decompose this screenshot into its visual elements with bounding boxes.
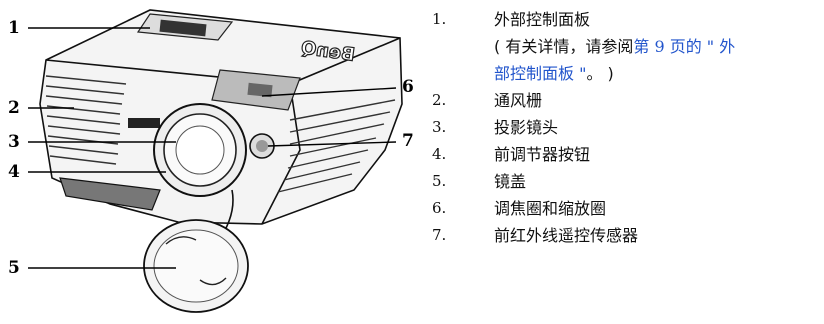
legend-item: 1. 外部控制面板 — [432, 6, 820, 33]
component-legend: 1. 外部控制面板 ( 有关详情，请参阅第 9 页的 " 外部控制面板 "。 )… — [432, 6, 820, 249]
leader-lines — [28, 27, 397, 269]
cross-reference-link[interactable]: 第 9 页的 " 外部控制面板 " — [494, 37, 735, 83]
front-logo-plate — [128, 118, 160, 128]
link-page-number: 9 — [654, 37, 665, 56]
callout-3: 3 — [8, 132, 20, 152]
callout-5: 5 — [8, 258, 20, 278]
legend-label: 镜盖 — [494, 172, 527, 191]
zoom-window — [211, 69, 301, 111]
legend-label: 前红外线遥控传感器 — [494, 226, 639, 245]
lens — [153, 103, 247, 197]
projector-figure: BenQ — [8, 9, 414, 313]
ir-sensor — [249, 133, 275, 159]
legend-number: 5. — [432, 172, 447, 190]
legend-item: 2. 通风栅 — [432, 87, 820, 114]
legend-label: 调焦圈和缩放圈 — [494, 199, 607, 218]
link-text-line2: 部控制面板 " — [494, 64, 587, 83]
callout-1: 1 — [8, 18, 20, 38]
legend-number: 7. — [432, 226, 447, 244]
link-text-mid: 页的 " 外 — [664, 37, 736, 56]
adjuster-foot — [59, 177, 161, 211]
callout-2: 2 — [8, 98, 20, 118]
legend-item: 6. 调焦圈和缩放圈 — [432, 195, 820, 222]
legend-detail: ( 有关详情，请参阅第 9 页的 " 外部控制面板 "。 ) — [432, 33, 820, 87]
legend-item: 5. 镜盖 — [432, 168, 820, 195]
legend-label: 通风栅 — [494, 91, 543, 110]
legend-number: 3. — [432, 118, 447, 136]
legend-item: 3. 投影镜头 — [432, 114, 820, 141]
legend-number: 2. — [432, 91, 447, 109]
legend-label: 投影镜头 — [494, 118, 559, 137]
legend-label: 前调节器按钮 — [494, 145, 591, 164]
callout-6: 6 — [402, 77, 414, 97]
vent-grille-right — [277, 99, 396, 193]
legend-item: 7. 前红外线遥控传感器 — [432, 222, 820, 249]
detail-suffix: 。 ) — [586, 64, 614, 83]
callout-4: 4 — [8, 162, 20, 182]
legend-number: 4. — [432, 145, 447, 163]
lens-cap — [143, 219, 249, 313]
legend-item: 4. 前调节器按钮 — [432, 141, 820, 168]
legend-label: 外部控制面板 — [494, 10, 591, 29]
legend-number: 1. — [432, 10, 447, 28]
control-panel — [136, 13, 234, 41]
legend-number: 6. — [432, 199, 447, 217]
projector-illustration: BenQ — [28, 9, 403, 313]
callout-7: 7 — [402, 131, 414, 151]
detail-prefix: ( 有关详情，请参阅 — [494, 37, 634, 56]
link-text-pre: 第 — [633, 37, 655, 56]
